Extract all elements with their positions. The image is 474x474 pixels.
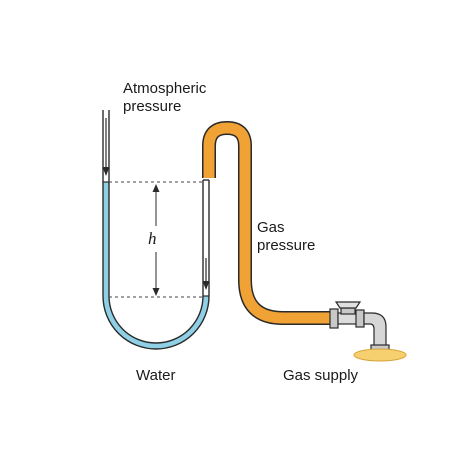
flame-icon — [353, 348, 407, 362]
gas-supply-label: Gas supply — [283, 367, 359, 384]
water-label: Water — [136, 367, 176, 384]
gas-pressure-label-line2: pressure — [257, 237, 316, 254]
gas-pipe-fill — [203, 122, 332, 324]
atmospheric-label-line2: pressure — [123, 98, 182, 115]
height-label: h — [148, 229, 157, 248]
atmospheric-pressure-label: Atmospheric pressure — [123, 80, 206, 116]
gas-pressure-label-line1: Gas — [257, 219, 285, 236]
height-arrow — [152, 184, 160, 296]
gas-pressure-label: Gas pressure — [257, 219, 315, 255]
atmospheric-label-line1: Atmospheric — [123, 80, 207, 97]
atmospheric-arrow-icon — [102, 118, 110, 176]
gas-tap-icon — [329, 301, 390, 352]
gas-pressure-arrow-icon — [202, 258, 210, 290]
u-tube-inner — [108, 110, 204, 344]
u-tube-outer — [102, 110, 210, 350]
